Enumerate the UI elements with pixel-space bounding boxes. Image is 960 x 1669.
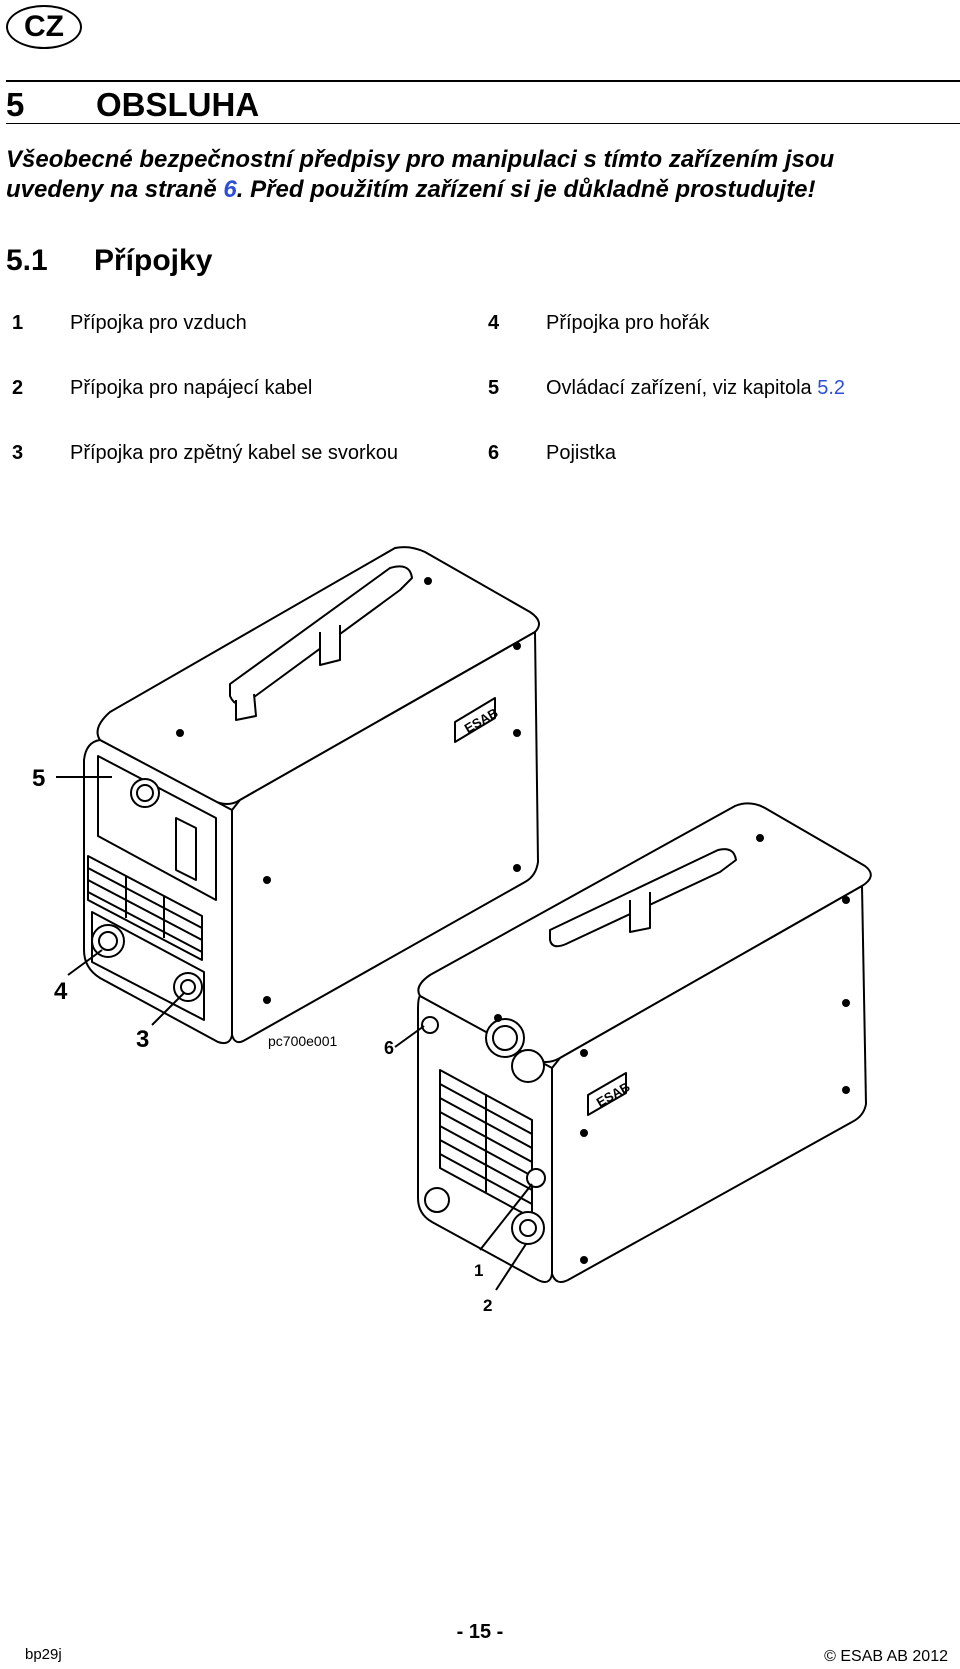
connection-number: 3: [12, 442, 24, 464]
connection-text: Přípojka pro zpětný kabel se svorkou: [70, 442, 398, 464]
esab-logo: [454, 697, 496, 743]
footer-copyright: © ESAB AB 2012: [824, 1648, 948, 1665]
connection-number: 4: [488, 312, 500, 334]
connection-text: Pojistka: [546, 442, 617, 464]
callout-5: 5: [32, 765, 45, 792]
section-rule: [6, 123, 960, 124]
section-number: 5: [6, 86, 25, 123]
connection-text: Ovládací zařízení, viz kapitola 5.2: [546, 377, 845, 400]
rear-unit-side: [551, 885, 867, 1283]
connection-number: 6: [488, 442, 500, 464]
footer-doc-code: bp29j: [25, 1646, 62, 1663]
figure-id-label: pc700e001: [268, 1033, 338, 1049]
chapter-link[interactable]: 5.2: [817, 377, 846, 399]
callout-3: 3: [136, 1026, 149, 1053]
connection-text-main: Ovládací zařízení, viz kapitola: [546, 377, 818, 399]
intro-text-1: Všeobecné bezpečnostní předpisy pro mani…: [6, 146, 835, 203]
air-connector: [526, 1168, 546, 1188]
torch-outlet: [511, 1049, 545, 1083]
callout-4: 4: [54, 978, 68, 1005]
intro-text-2: . Před použitím zařízení si je důkladně …: [236, 176, 816, 203]
subsection-title: Přípojky: [94, 244, 213, 277]
connection-text: Přípojka pro vzduch: [70, 312, 247, 334]
connection-text: Přípojka pro hořák: [546, 312, 710, 334]
section-title: OBSLUHA: [96, 86, 260, 123]
header-rule: [6, 80, 960, 82]
equipment-illustration: ESAB ESAB: [32, 546, 872, 1315]
language-badge: CZ: [6, 5, 82, 49]
connection-number: 1: [12, 312, 24, 334]
callout-1: 1: [474, 1261, 483, 1280]
page-number: - 15 -: [456, 1621, 504, 1643]
connection-number: 2: [12, 377, 24, 399]
connection-number: 5: [488, 377, 500, 399]
mains-switch: [175, 817, 197, 881]
rear-hole: [424, 1187, 450, 1213]
page-link[interactable]: 6: [223, 176, 237, 203]
fuse-holder: [421, 1016, 439, 1034]
safety-intro: Všeobecné bezpečnostní předpisy pro mani…: [6, 145, 936, 205]
connection-text: Přípojka pro napájecí kabel: [70, 377, 313, 399]
subsection-number: 5.1: [6, 244, 48, 277]
callout-2: 2: [483, 1296, 492, 1315]
callout-6: 6: [384, 1038, 394, 1058]
rear-esab-logo: [587, 1072, 627, 1116]
